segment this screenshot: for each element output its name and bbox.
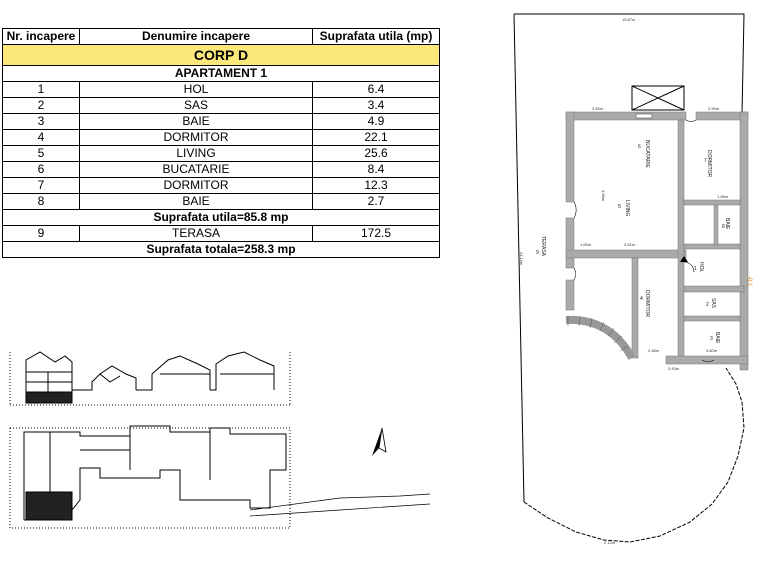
ventilation-box	[631, 85, 685, 111]
dimension-label: 2.48m	[648, 348, 660, 353]
elevation-sketch	[9, 351, 291, 406]
room-number: 2	[706, 302, 709, 308]
total-row: Suprafata totala=258.3 mp	[2, 241, 440, 258]
floor-plan: BUCATARIE 6 DORMITOR 7 LIVING 5 BAIE 8 H…	[513, 13, 752, 545]
row-name: DORMITOR	[79, 177, 313, 194]
level-mark: -0.1	[746, 276, 752, 287]
lot-boundary	[514, 13, 745, 116]
room-number: 6	[638, 144, 641, 150]
north-arrow-icon	[372, 427, 387, 456]
room-label-living: LIVING	[624, 200, 630, 217]
room-label-dormitor: DORMITOR	[644, 290, 650, 318]
row-name: TERASA	[79, 225, 313, 242]
room-number: 8	[722, 224, 725, 230]
row-name: BAIE	[79, 193, 313, 210]
room-number: 5	[618, 204, 621, 210]
dimension-label: 1.85m	[717, 194, 729, 199]
room-number: 4	[640, 296, 643, 302]
room-number: 9	[536, 250, 539, 256]
room-label-terasa: TERASA	[540, 236, 546, 257]
dimension-label: 2.12m	[604, 540, 616, 545]
row-name: SAS	[79, 97, 313, 114]
dimension-label: 2.90m	[708, 106, 720, 111]
dimension-label: 3.60m	[706, 348, 718, 353]
room-label-baie: BAIE	[724, 218, 730, 230]
room-label-sas: SAS	[710, 298, 716, 309]
row-name: BUCATARIE	[79, 161, 313, 178]
curved-staircase	[565, 315, 636, 361]
room-label-bucatarie: BUCATARIE	[644, 140, 650, 169]
row-area: 172.5	[312, 225, 440, 242]
dimension-label: 3.51m	[624, 242, 636, 247]
room-label-dormitor: DORMITOR	[706, 150, 712, 178]
room-schedule-table: Nr. incapere Denumire incapere Suprafata…	[2, 28, 440, 258]
dimension-label: 4.88m	[601, 190, 606, 202]
site-plan-sketch	[9, 425, 431, 529]
room-number: 7	[704, 158, 707, 164]
row-name: DORMITOR	[79, 129, 313, 146]
dimension-label: 15.87m	[622, 17, 636, 22]
room-number: 1	[694, 266, 697, 272]
room-label-hol: HOL	[698, 262, 704, 273]
subtotal-row: Suprafata utila=85.8 mp	[2, 209, 440, 226]
row-name: LIVING	[79, 145, 313, 162]
dimension-label: 3.43m	[668, 366, 680, 371]
dimension-label: 1.65m	[580, 242, 592, 247]
dimension-label: 3.55m	[592, 106, 604, 111]
curved-boundary	[523, 367, 745, 543]
room-label-baie: BAIE	[714, 332, 720, 344]
room-number: 3	[710, 336, 713, 342]
dimension-label: 24.10m	[519, 252, 524, 266]
row-area: 25.6	[312, 145, 440, 162]
row-area: 12.3	[312, 177, 440, 194]
